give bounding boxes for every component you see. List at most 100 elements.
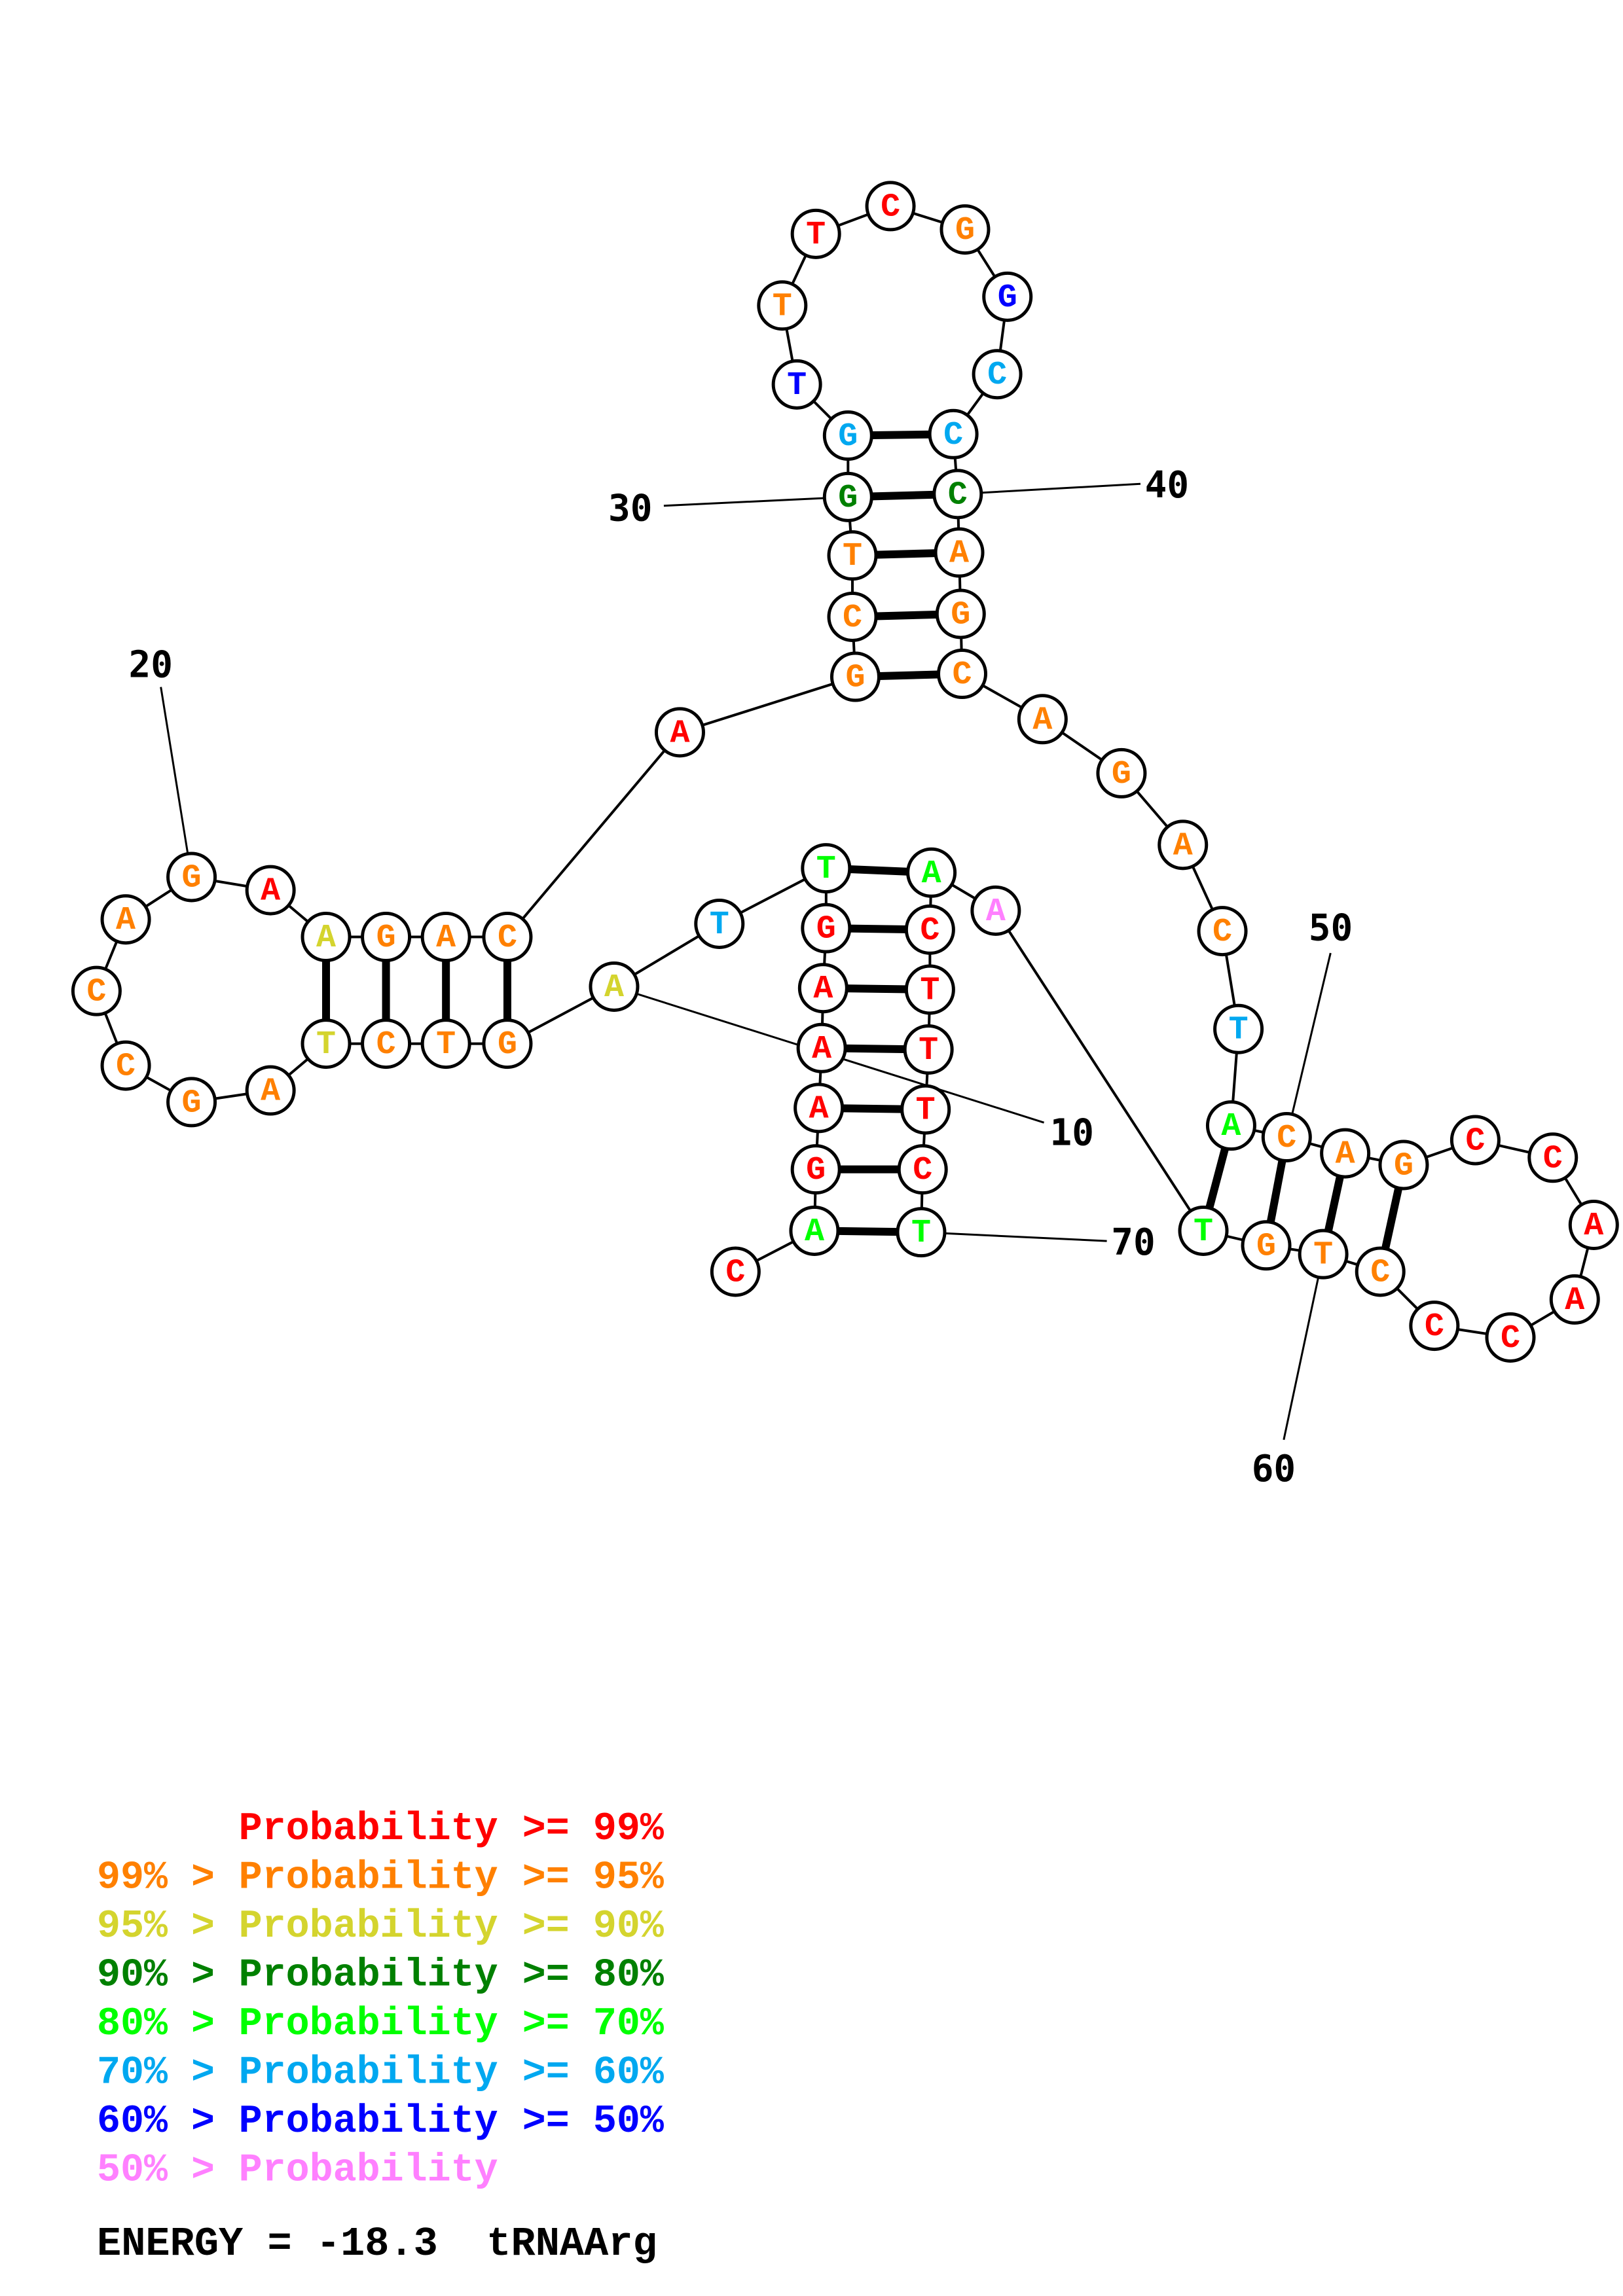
nucleotide-25: C	[482, 912, 533, 963]
legend-label: Probability	[239, 1856, 498, 1901]
nucleotide-33: T	[757, 280, 808, 331]
nucleotide-letter: G	[376, 920, 396, 957]
legend-prefix: 80% >	[97, 2002, 215, 2047]
position-label: 50	[1309, 907, 1353, 950]
nucleotide-64: A	[906, 847, 957, 898]
nucleotide-letter: C	[1425, 1308, 1444, 1346]
nucleotide-circle	[1549, 1274, 1600, 1325]
nucleotide-56: A	[1549, 1274, 1600, 1325]
nucleotide-3: G	[790, 1144, 841, 1195]
nucleotide-23: G	[361, 912, 412, 963]
nucleotide-circle	[822, 471, 873, 522]
position-label: 40	[1145, 464, 1189, 507]
legend-row: 99% >Probability>= 95%	[97, 1856, 665, 1901]
nucleotide-letter: A	[1032, 702, 1052, 739]
nucleotide-circle	[822, 410, 873, 461]
nucleotide-39: C	[928, 408, 979, 459]
nucleotide-letter: A	[1221, 1108, 1241, 1145]
nucleotide-65: C	[904, 904, 955, 955]
legend-label: Probability	[239, 2149, 498, 2193]
nucleotide-13: C	[361, 1018, 412, 1069]
probability-legend: Probability>= 99%99% >Probability>= 95%9…	[97, 1807, 665, 2193]
legend-label: Probability	[239, 2002, 498, 2047]
nucleotide-51: A	[1320, 1128, 1371, 1179]
nucleotide-letter: A	[1173, 827, 1193, 865]
nucleotide-letter: T	[911, 1215, 931, 1252]
nucleotide-70: T	[896, 1207, 947, 1258]
nucleotide-letter: G	[1256, 1228, 1276, 1265]
nucleotide-letter: T	[436, 1026, 456, 1064]
nucleotide-letter: A	[805, 1213, 824, 1251]
nucleotide-letter: T	[1229, 1012, 1249, 1049]
nucleotide-7: G	[801, 903, 852, 954]
nucleotide-circle	[694, 898, 745, 949]
nucleotide-letter: G	[1112, 756, 1131, 793]
nucleotide-circle	[1485, 1312, 1536, 1363]
nucleotide-circle	[757, 280, 808, 331]
nucleotide-letter: C	[953, 656, 972, 694]
nucleotide-circle	[827, 530, 878, 581]
nucleotide-circle	[1017, 694, 1068, 745]
nucleotide-45: G	[1096, 747, 1147, 798]
legend-row: 50% >Probability	[97, 2149, 498, 2193]
nucleotide-circle	[301, 912, 352, 963]
nucleotide-letter: T	[843, 538, 862, 575]
nucleotide-circle	[790, 208, 841, 259]
nucleotide-14: T	[301, 1018, 352, 1069]
nucleotide-circle	[896, 1207, 947, 1258]
legend-row: 80% > Probability >= 70%	[97, 2002, 665, 2047]
position-label: 20	[129, 644, 173, 687]
nucleotide-circle	[827, 591, 878, 642]
position-label: 30	[608, 488, 652, 530]
nucleotide-letter: A	[922, 855, 941, 893]
nucleotide-52: G	[1378, 1139, 1429, 1191]
nucleotide-21: A	[245, 865, 296, 916]
position-leader-line	[957, 482, 1141, 495]
nucleotide-circle	[830, 651, 881, 702]
nucleotide-letter: G	[182, 859, 202, 897]
backbone-link	[506, 731, 682, 938]
nucleotide-letter: T	[1194, 1213, 1213, 1251]
legend-row: 70% >Probability>= 60%	[97, 2051, 665, 2096]
nucleotide-circle	[937, 649, 988, 700]
nucleotide-letter: C	[920, 912, 939, 950]
nucleotide-54: C	[1527, 1132, 1578, 1183]
nucleotide-letter: A	[116, 902, 136, 939]
nucleotide-letter: A	[604, 969, 624, 1007]
nucleotide-31: G	[822, 410, 873, 461]
position-leader-line	[1283, 1253, 1324, 1441]
nucleotide-circle	[982, 271, 1033, 322]
nucleotide-11: G	[482, 1018, 533, 1069]
nucleotide-circle	[903, 1024, 954, 1075]
nucleotide-letter: G	[838, 480, 858, 517]
nucleotide-letter: C	[116, 1049, 136, 1086]
nucleotide-6: A	[797, 963, 848, 1014]
nucleotide-47: C	[1197, 906, 1248, 957]
nucleotide-letter: A	[261, 1073, 280, 1111]
nucleotide-circle	[801, 903, 852, 954]
nucleotide-circle	[1241, 1220, 1292, 1271]
nucleotide-27: G	[830, 651, 881, 702]
nucleotide-letter: A	[1565, 1282, 1584, 1319]
legend-row: 95% >Probability>= 90%	[97, 1905, 665, 1949]
legend-suffix: >= 60%	[522, 2051, 665, 2096]
legend-suffix: >= 70%	[522, 2002, 665, 2047]
energy-title-label: ENERGY = -18.3 tRNAArg	[97, 2221, 657, 2267]
nucleotide-59: C	[1355, 1246, 1406, 1297]
nucleotide-letter: A	[986, 893, 1006, 931]
nucleotide-43: C	[937, 649, 988, 700]
nucleotide-letter: A	[949, 535, 969, 573]
nucleotide-circle	[934, 527, 985, 578]
nucleotide-1: C	[710, 1246, 761, 1297]
nucleotide-circle	[796, 1022, 847, 1073]
legend-row: 90% >Probability>= 80%	[97, 1954, 665, 1998]
nucleotide-circle	[301, 1018, 352, 1069]
nucleotide-letter: G	[816, 911, 836, 948]
nucleotide-letter: T	[920, 972, 939, 1009]
nucleotide-29: T	[827, 530, 878, 581]
nucleotide-letter: C	[498, 920, 517, 957]
nucleotide-circle	[166, 852, 217, 903]
nucleotide-19: A	[100, 894, 151, 945]
